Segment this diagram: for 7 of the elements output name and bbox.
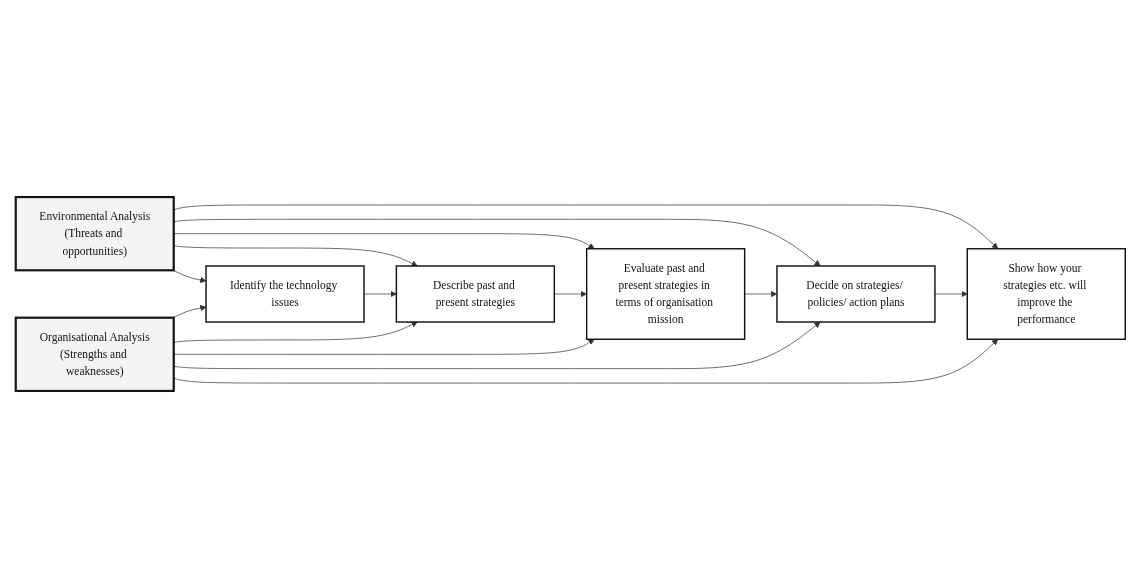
- node-box: Evaluate past and present strategies in terms of organisation mission: [585, 248, 746, 340]
- node-box: Identify the technology issues: [205, 265, 365, 323]
- node-box: Environmental Analysis (Threats and opportunities): [14, 195, 175, 272]
- node-box: Describe past and present strategies: [395, 265, 556, 323]
- node-box: Organisational Analysis (Strengths and weaknesses): [14, 316, 175, 393]
- node-box: Decide on strategies/ policies/ action plans: [776, 265, 936, 323]
- node-box: Show how your strategies etc. will improve the performance: [966, 248, 1126, 340]
